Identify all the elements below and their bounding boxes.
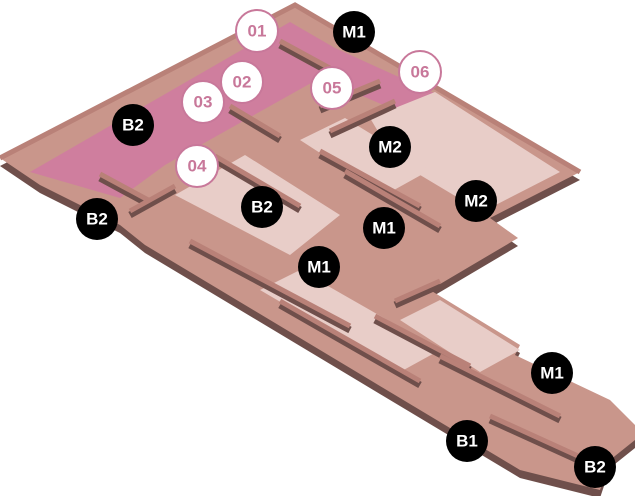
marker-label: 06 <box>411 63 430 82</box>
marker-label: B2 <box>122 116 144 135</box>
marker-label: M2 <box>378 138 402 157</box>
area-marker-05[interactable]: 05 <box>310 66 354 110</box>
marker-label: M1 <box>372 219 396 238</box>
level-marker-m2[interactable]: M2 <box>369 126 411 168</box>
level-marker-m1[interactable]: M1 <box>531 352 573 394</box>
marker-label: M2 <box>464 192 488 211</box>
marker-label: M1 <box>307 258 331 277</box>
marker-label: B2 <box>584 458 606 477</box>
level-marker-m1[interactable]: M1 <box>363 207 405 249</box>
level-marker-b2[interactable]: B2 <box>241 186 283 228</box>
area-marker-02[interactable]: 02 <box>220 60 264 104</box>
marker-label: 02 <box>233 73 252 92</box>
marker-label: B2 <box>251 198 273 217</box>
area-marker-01[interactable]: 01 <box>235 9 279 53</box>
marker-label: 04 <box>188 157 207 176</box>
area-marker-03[interactable]: 03 <box>181 80 225 124</box>
interior-walls <box>0 2 602 474</box>
hall-floor-east <box>370 92 560 212</box>
level-marker-b1[interactable]: B1 <box>446 420 488 462</box>
level-marker-b2[interactable]: B2 <box>112 104 154 146</box>
marker-label: 05 <box>323 79 342 98</box>
marker-label: 03 <box>194 93 213 112</box>
hall-floor-southeast <box>400 300 520 372</box>
marker-label: B1 <box>456 432 478 451</box>
level-marker-m1[interactable]: M1 <box>333 11 375 53</box>
area-marker-06[interactable]: 06 <box>398 50 442 94</box>
marker-label: 01 <box>248 22 267 41</box>
hall-floor-south <box>260 270 440 372</box>
marker-label: M1 <box>342 23 366 42</box>
area-marker-04[interactable]: 04 <box>175 144 219 188</box>
level-marker-b2[interactable]: B2 <box>76 198 118 240</box>
level-marker-m2[interactable]: M2 <box>455 180 497 222</box>
level-marker-b2[interactable]: B2 <box>574 446 616 488</box>
marker-label: M1 <box>540 364 564 383</box>
level-marker-m1[interactable]: M1 <box>298 246 340 288</box>
marker-label: B2 <box>86 210 108 229</box>
